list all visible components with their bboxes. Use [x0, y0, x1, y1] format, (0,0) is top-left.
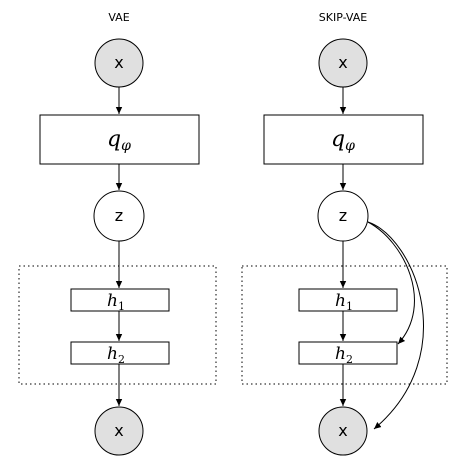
vae-hidden-2: h2: [70, 341, 170, 366]
skip-vae-decoder-group: [241, 265, 448, 385]
skip-vae-encoder-box: qφ: [263, 114, 424, 165]
vae-title: VAE: [108, 11, 129, 24]
vae-panel: VAE x qφ z h1 h2 x: [18, 11, 217, 456]
skip-vae-hidden-1-label: h1: [335, 291, 353, 313]
skip-vae-latent-label: z: [339, 206, 347, 225]
vae-hidden-1-label: h1: [107, 291, 125, 313]
skip-vae-output-node: x: [318, 406, 368, 456]
vae-latent-label: z: [115, 206, 123, 225]
skip-vae-latent-node: z: [317, 190, 369, 242]
skip-vae-hidden-2: h2: [298, 341, 398, 366]
skip-vae-title: SKIP-VAE: [319, 11, 368, 24]
vae-output-node: x: [94, 406, 144, 456]
vae-encoder-box: qφ: [39, 114, 200, 165]
skip-vae-hidden-1: h1: [298, 288, 398, 313]
skip-vae-encoder-label: qφ: [331, 127, 355, 154]
skip-arrow-z-to-x: [367, 221, 424, 430]
skip-vae-output-label: x: [338, 421, 347, 440]
skip-vae-panel: SKIP-VAE x qφ z h1 h2 x: [241, 11, 448, 456]
vae-encoder-label: qφ: [107, 127, 131, 154]
skip-vae-input-node: x: [318, 38, 368, 88]
vae-latent-node: z: [93, 190, 145, 242]
skip-vae-input-label: x: [338, 53, 347, 72]
skip-arrow-z-to-h2: [367, 221, 415, 345]
vae-hidden-1: h1: [70, 288, 170, 313]
vae-output-label: x: [114, 421, 123, 440]
skip-vae-hidden-2-label: h2: [335, 344, 353, 366]
vae-hidden-2-label: h2: [107, 344, 125, 366]
vae-input-label: x: [114, 53, 123, 72]
vae-input-node: x: [94, 38, 144, 88]
vae-decoder-group: [18, 265, 217, 385]
